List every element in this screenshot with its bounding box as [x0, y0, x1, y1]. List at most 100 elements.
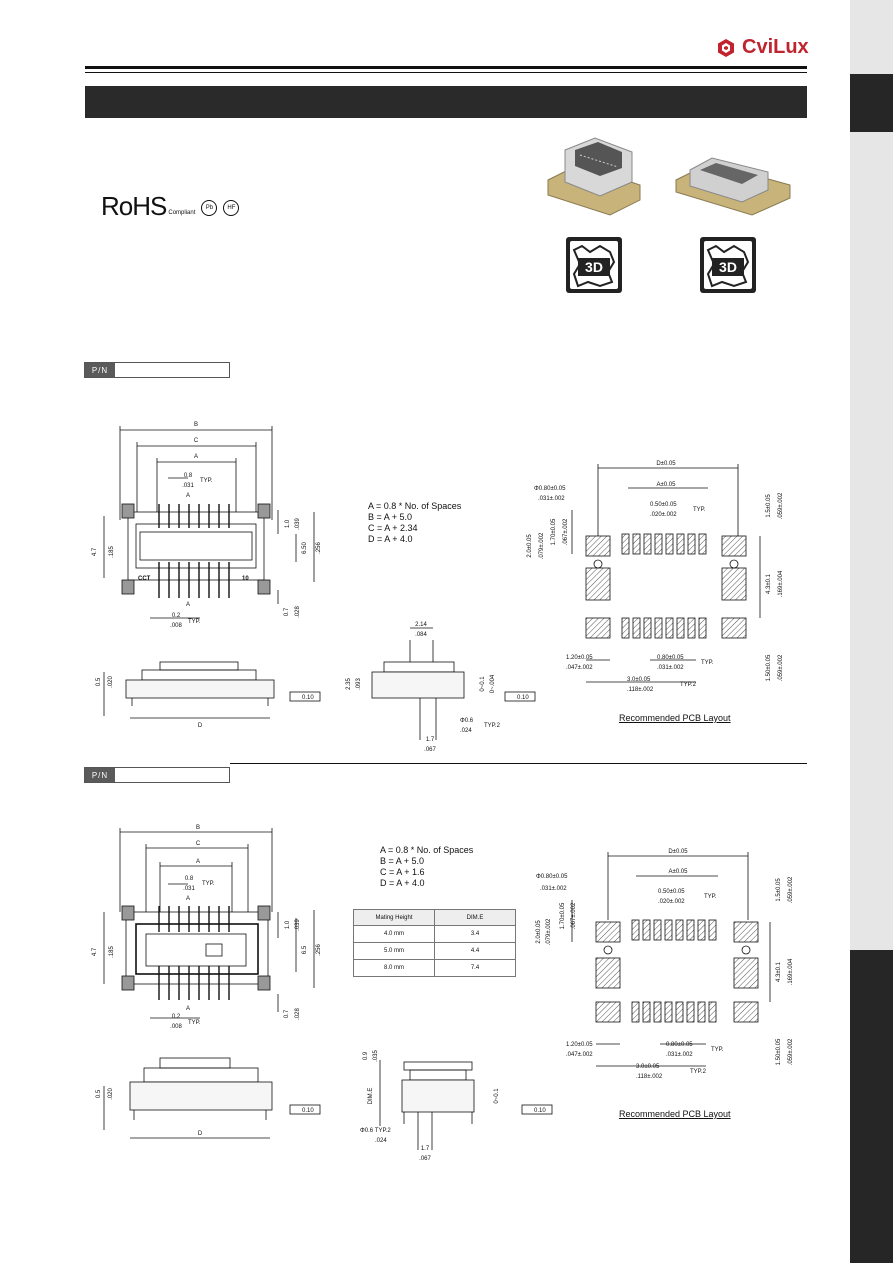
formula-line: B = A + 5.0 — [368, 512, 413, 522]
svg-text:.024: .024 — [460, 728, 472, 734]
svg-text:0.9: 0.9 — [363, 1051, 369, 1060]
svg-text:Φ0.6 TYP.2: Φ0.6 TYP.2 — [360, 1128, 391, 1134]
svg-text:0.8: 0.8 — [185, 876, 194, 882]
svg-text:.169±.004: .169±.004 — [788, 958, 794, 985]
svg-text:.093: .093 — [356, 678, 362, 690]
svg-text:6.5: 6.5 — [302, 945, 308, 954]
svg-text:1.70±0.05: 1.70±0.05 — [551, 518, 557, 545]
pcb-caption-2: Recommended PCB Layout — [619, 1109, 731, 1119]
logo-mark-icon — [718, 38, 734, 57]
svg-text:TYP.: TYP. — [202, 881, 215, 887]
section2-side-view-labels: D 0.5 .020 0.10 — [96, 1088, 314, 1137]
svg-text:.020±.002: .020±.002 — [658, 899, 685, 905]
svg-text:0~0.1: 0~0.1 — [494, 1088, 500, 1104]
svg-text:3.0±0.05: 3.0±0.05 — [636, 1064, 660, 1070]
svg-text:0.10: 0.10 — [517, 695, 529, 701]
svg-text:.067: .067 — [424, 747, 436, 753]
section-divider — [230, 763, 807, 764]
svg-text:2.14: 2.14 — [415, 622, 427, 628]
svg-text:C: C — [196, 841, 201, 847]
section1-pcb-layout — [571, 464, 761, 683]
brand-name: CviLux — [742, 36, 809, 58]
svg-text:2.0±0.05: 2.0±0.05 — [527, 534, 533, 558]
svg-text:.031±.002: .031±.002 — [657, 665, 684, 671]
svg-text:1.70±0.05: 1.70±0.05 — [560, 902, 566, 929]
svg-text:.031±.002: .031±.002 — [666, 1052, 693, 1058]
section2-end-view-labels: 0.9 .035 DIM.E 0~0.1 0.10 Φ0.6 TYP.2 .02… — [360, 1050, 546, 1162]
halogen-free-icon: HF — [223, 200, 240, 216]
svg-text:Φ0.80±0.05: Φ0.80±0.05 — [534, 486, 566, 492]
svg-text:0.2: 0.2 — [172, 613, 181, 619]
svg-text:1.20±0.05: 1.20±0.05 — [566, 1042, 593, 1048]
table-header: Mating Height — [353, 909, 435, 926]
svg-text:Φ0.6: Φ0.6 — [460, 718, 474, 724]
svg-text:4.7: 4.7 — [92, 547, 98, 556]
pcb-caption-1: Recommended PCB Layout — [619, 713, 731, 723]
header-rule-thick — [85, 66, 807, 69]
svg-text:B: B — [196, 825, 200, 831]
svg-text:TYP.: TYP. — [704, 894, 717, 900]
section1-top-view-labels: B C A 0.8 .031 TYP. A A 4.7 .185 1.0 .03… — [92, 422, 322, 629]
svg-text:1.0: 1.0 — [285, 920, 291, 929]
svg-text:.079±.002: .079±.002 — [546, 918, 552, 945]
svg-text:1.7: 1.7 — [426, 737, 435, 743]
svg-text:0.80±0.05: 0.80±0.05 — [666, 1042, 693, 1048]
formula-line: A = 0.8 * No. of Spaces — [368, 501, 462, 511]
svg-text:DIM.E: DIM.E — [368, 1088, 374, 1105]
formula-line: C = A + 2.34 — [368, 523, 418, 533]
svg-text:.008: .008 — [170, 1024, 182, 1030]
rohs-text: RoHS — [101, 191, 167, 221]
pn-label: P/N — [85, 363, 115, 377]
svg-text:.028: .028 — [295, 606, 301, 618]
svg-text:A: A — [194, 454, 198, 460]
svg-text:TYP.: TYP. — [200, 478, 213, 484]
svg-text:.256: .256 — [316, 542, 322, 554]
svg-text:TYP.: TYP. — [188, 619, 201, 625]
svg-text:6.50: 6.50 — [302, 542, 308, 554]
svg-text:.169±.004: .169±.004 — [778, 570, 784, 597]
svg-text:1.50±0.05: 1.50±0.05 — [766, 654, 772, 681]
svg-text:1.5±0.05: 1.5±0.05 — [766, 494, 772, 518]
svg-text:.020: .020 — [108, 676, 114, 688]
svg-text:.084: .084 — [415, 632, 427, 638]
section2-top-view — [103, 828, 315, 1019]
section1-end-view — [371, 627, 536, 740]
svg-text:B: B — [194, 422, 198, 428]
brand-logo: CviLux — [716, 36, 809, 59]
svg-text:A±0.05: A±0.05 — [669, 869, 689, 875]
svg-text:.039: .039 — [295, 919, 301, 931]
svg-text:0.10: 0.10 — [302, 1108, 314, 1114]
svg-text:.031: .031 — [182, 483, 194, 489]
section1-side-view — [103, 661, 321, 719]
svg-text:4.7: 4.7 — [92, 947, 98, 956]
formula-block-1: A = 0.8 * No. of Spaces B = A + 5.0 C = … — [368, 501, 461, 545]
pn-value — [115, 363, 229, 377]
svg-text:0.10: 0.10 — [534, 1108, 546, 1114]
title-bar — [85, 86, 807, 118]
svg-text:TYP.2: TYP.2 — [484, 723, 501, 729]
section1-top-view — [103, 426, 315, 619]
svg-text:TYP.: TYP. — [693, 507, 706, 513]
svg-text:4.3±0.1: 4.3±0.1 — [776, 961, 782, 982]
svg-text:.008: .008 — [170, 623, 182, 629]
svg-text:.059±.002: .059±.002 — [788, 876, 794, 903]
svg-text:.256: .256 — [316, 944, 322, 956]
svg-text:0.50±0.05: 0.50±0.05 — [658, 889, 685, 895]
svg-text:.020: .020 — [108, 1088, 114, 1100]
svg-text:2.35: 2.35 — [346, 678, 352, 690]
section2-pcb-layout — [571, 852, 771, 1067]
svg-text:.028: .028 — [295, 1008, 301, 1020]
svg-text:D: D — [198, 723, 203, 729]
svg-text:.031±.002: .031±.002 — [538, 496, 565, 502]
svg-text:0.7: 0.7 — [284, 607, 290, 616]
svg-text:10: 10 — [242, 576, 249, 582]
section1-pcb-labels: D±0.05 A±0.05 Φ0.80±0.05 .031±.002 0.50±… — [527, 461, 784, 693]
svg-text:.185: .185 — [109, 546, 115, 558]
svg-text:.067: .067 — [419, 1156, 431, 1162]
svg-text:.067±.002: .067±.002 — [571, 902, 577, 929]
svg-text:3D: 3D — [585, 259, 603, 275]
rohs-compliant-text: Compliant — [168, 210, 196, 216]
svg-text:1.5±0.05: 1.5±0.05 — [776, 878, 782, 902]
section2-end-view — [379, 1060, 553, 1150]
